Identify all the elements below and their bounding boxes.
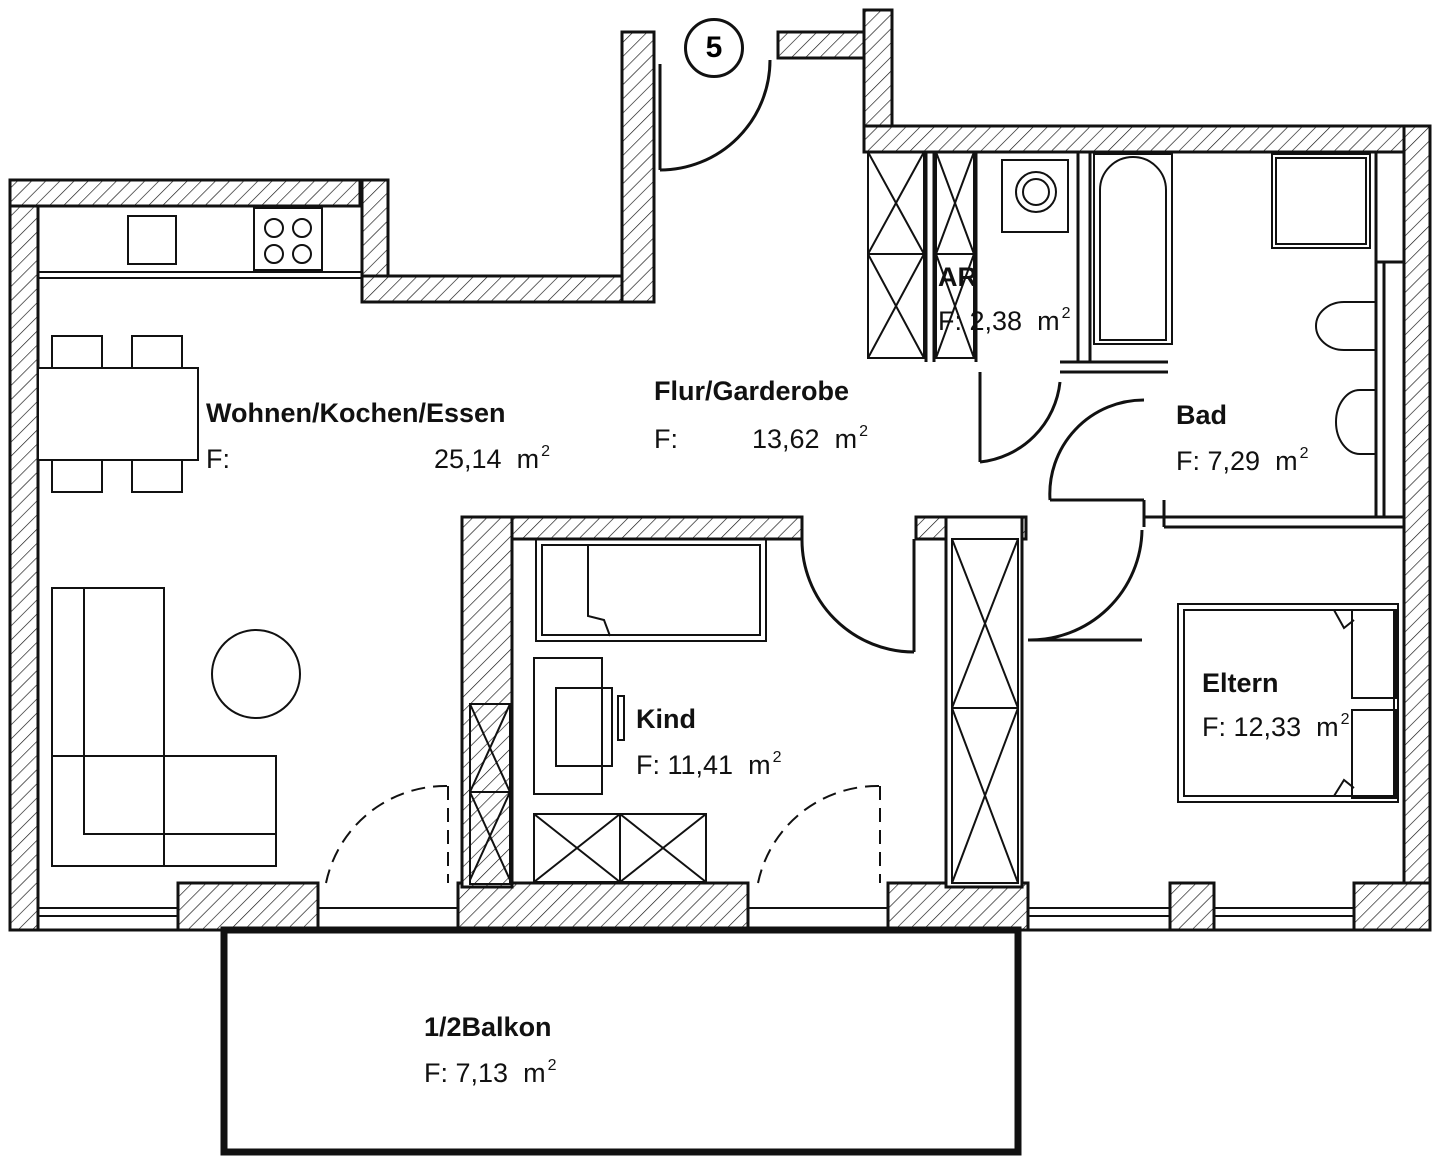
room-name-wohnen: Wohnen/Kochen/Essen xyxy=(206,398,506,428)
eltern-bed xyxy=(1177,603,1399,803)
room-name-kind: Kind xyxy=(636,704,696,734)
doors xyxy=(658,59,1145,654)
kind-bed xyxy=(533,538,767,795)
room-name-eltern: Eltern xyxy=(1202,668,1279,698)
room-name-flur: Flur/Garderobe xyxy=(654,376,850,406)
room-name-ar: AR xyxy=(938,262,977,292)
room-name-bad: Bad xyxy=(1176,400,1228,430)
balcony-doors xyxy=(325,784,881,884)
closets xyxy=(469,151,1019,885)
kitchen-counter xyxy=(38,207,362,279)
unit-number-badge: 5 xyxy=(684,18,744,78)
balcony-outline xyxy=(220,926,1022,1156)
interior-walls xyxy=(460,515,1028,889)
sofa xyxy=(51,587,301,867)
room-name-balkon: 1/2Balkon xyxy=(424,1012,552,1042)
thin-walls xyxy=(924,152,1404,529)
dining-table xyxy=(37,335,199,493)
bath-fixtures xyxy=(1001,153,1376,455)
